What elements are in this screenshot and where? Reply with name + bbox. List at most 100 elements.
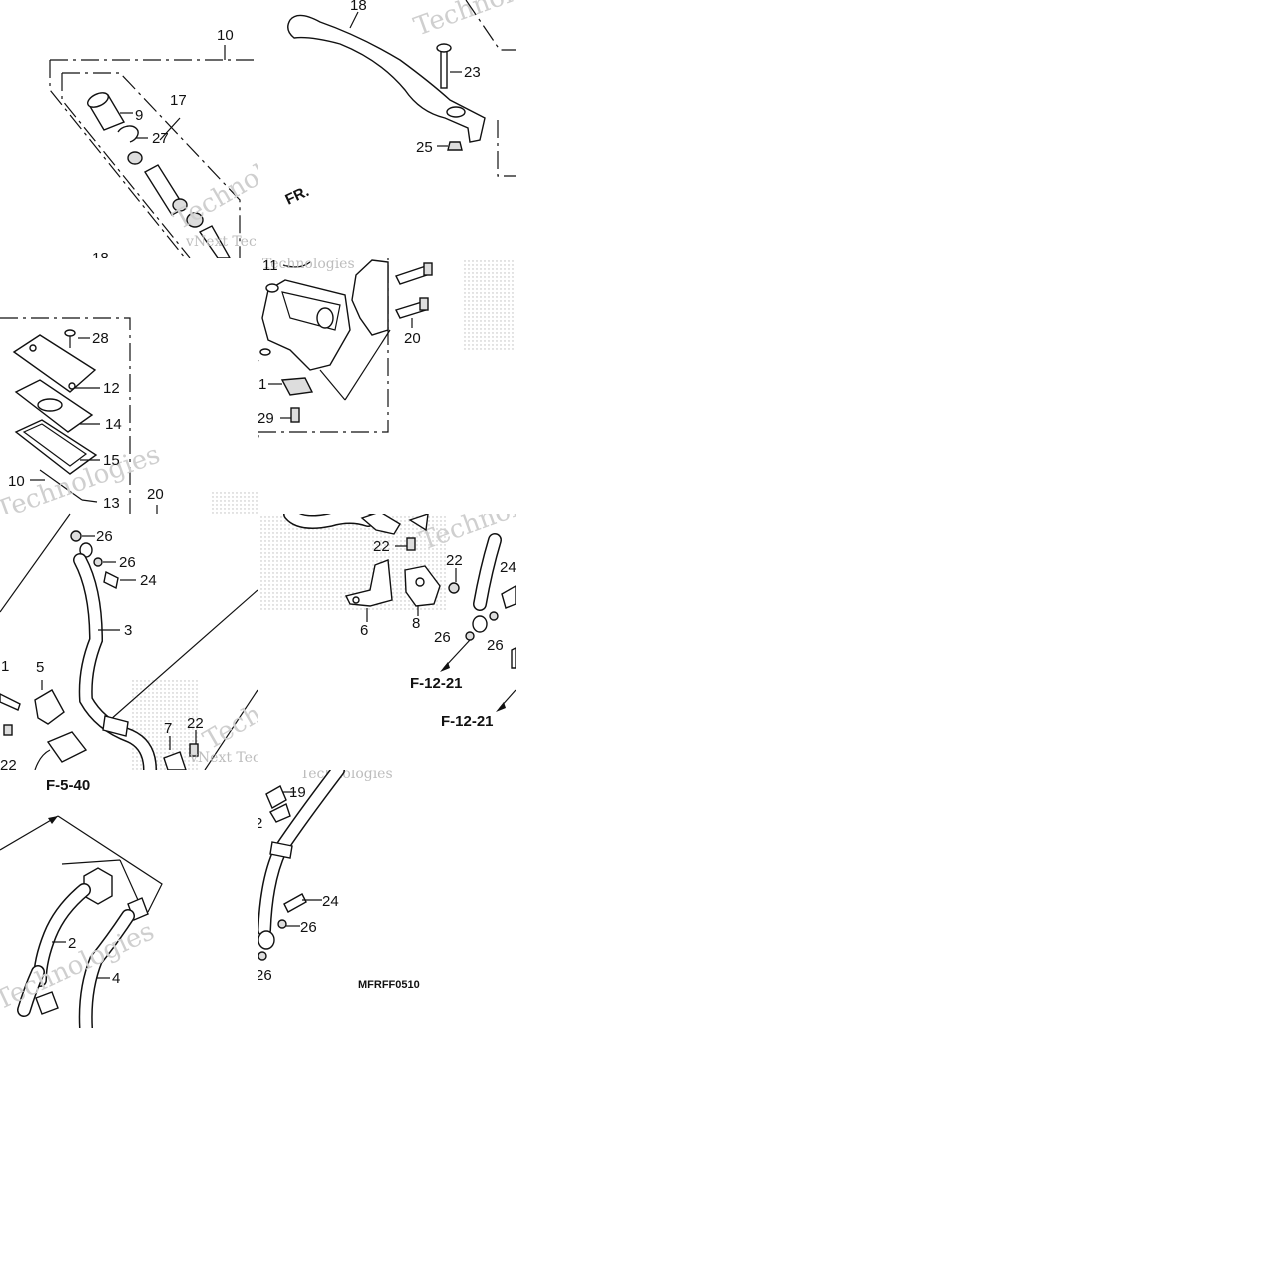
watermark: Technologies	[416, 470, 588, 557]
callout-14: 14	[105, 416, 122, 433]
callout-22c: 22	[373, 538, 390, 555]
callout-10: 10	[217, 27, 234, 44]
bleeder-part	[501, 585, 516, 609]
callout-11: 11	[262, 257, 278, 274]
ref-f-5-40: F-5-40	[46, 777, 90, 794]
callout-29: 29	[257, 410, 274, 427]
callout-2: 2	[247, 400, 255, 417]
rear-hose-collar	[269, 841, 293, 859]
bleed-bolt-part	[103, 570, 119, 590]
callout-17: 17	[170, 92, 187, 109]
stay-bolt-part	[406, 537, 416, 551]
reservoir-cap-part	[12, 334, 97, 393]
watermark: Technologies	[169, 124, 333, 236]
callout-26f: 26	[255, 967, 272, 984]
tile-master-cylinder-kit: Technologies vNext Tec 10 9 27 17 18	[49, 27, 333, 267]
ref-f-12-21a: F-12-21	[410, 675, 463, 692]
callout-25: 25	[416, 139, 433, 156]
callout-19: 19	[289, 784, 306, 801]
clamp-bolt-part	[189, 743, 199, 757]
watermark: Technologies	[300, 766, 393, 782]
holder-clamp-part	[351, 259, 389, 336]
callout-26b: 26	[119, 554, 136, 571]
callout-20: 20	[404, 330, 421, 347]
callout-9: 9	[135, 107, 143, 124]
diaphragm-plate-part	[14, 379, 94, 433]
watermark: Technologies	[410, 0, 582, 43]
callout-26c: 26	[434, 629, 451, 646]
rear-banjo-part	[258, 930, 275, 961]
valve-bolt-part	[448, 582, 460, 594]
holder-bolt-upper	[395, 262, 433, 285]
callout-26d: 26	[487, 637, 504, 654]
front-label: FR.	[283, 183, 312, 209]
callout-8: 8	[412, 615, 420, 632]
tile-lower-hoses: F-5-40 Technologies 2 4	[0, 777, 163, 1028]
callout-26a: 26	[96, 528, 113, 545]
diaphragm-part	[14, 419, 98, 475]
watermark-short: vNext Tec	[189, 750, 261, 766]
watermark: Technologies	[199, 644, 363, 756]
delay-valve-part	[404, 565, 441, 607]
callout-3: 3	[124, 622, 132, 639]
master-cylinder-body-part	[259, 279, 351, 371]
tile-rear-hose: Technologies 19 24 26 26 2 MFRFF0510	[254, 766, 420, 991]
banjo-bolt-part	[70, 530, 103, 567]
callout-22d: 22	[446, 552, 463, 569]
callout-10b: 10	[8, 473, 25, 490]
tile-master-cylinder-body: Technologies 11 20 1 2 29	[247, 256, 516, 439]
callout-1: 1	[258, 376, 266, 393]
ref-f-12-21b: F-12-21	[441, 713, 494, 730]
bolt-part	[0, 693, 21, 736]
rear-bleed-part	[277, 893, 307, 929]
callout-27: 27	[152, 130, 169, 147]
callout-24c: 24	[322, 893, 339, 910]
watermark: Technologies	[262, 256, 355, 272]
callout-2b: 2	[68, 935, 76, 952]
tile-hose-stays: Technologies	[258, 470, 588, 730]
circlip-part	[117, 125, 139, 143]
hose-joint-part	[102, 715, 129, 737]
callout-7: 7	[164, 720, 172, 737]
callout-23: 23	[464, 64, 481, 81]
pivot-bolt-part	[436, 43, 452, 89]
callout-12: 12	[103, 380, 120, 397]
tile-brake-lever: Technologies 18 23 25 FR.	[283, 0, 582, 209]
diagram-code: MFRFF0510	[358, 979, 420, 991]
clamp-part	[163, 751, 187, 770]
brake-switch-part	[280, 377, 314, 396]
brake-lever-part	[287, 14, 486, 143]
callout-15: 15	[103, 452, 120, 469]
callout-18b: 18	[92, 250, 109, 267]
callout-22b: 22	[187, 715, 204, 732]
watermark-short: vNext Tec	[185, 234, 257, 250]
callout-20b: 20	[147, 486, 164, 503]
joint-upper-part	[360, 514, 429, 535]
switch-screw-part	[290, 407, 300, 423]
joint-bracket-part	[83, 867, 149, 921]
callout-28: 28	[92, 330, 109, 347]
rear-clamp-part	[265, 785, 291, 823]
hose-clamp-part	[34, 680, 65, 725]
three-way-joint-part	[34, 731, 88, 770]
piston-assembly-part	[127, 151, 231, 258]
callout-4: 4	[112, 970, 120, 987]
pivot-nut-part	[447, 141, 463, 151]
lower-clamp-part	[35, 991, 59, 1015]
callout-13: 13	[103, 495, 120, 512]
brake-hose-stay-part	[344, 559, 393, 607]
callout-22a: 22	[0, 757, 17, 774]
holder-bolt-lower	[395, 297, 429, 319]
callout-18: 18	[350, 0, 367, 14]
banjo-lower-part	[465, 611, 499, 641]
callout-6: 6	[360, 622, 368, 639]
callout-24a: 24	[140, 572, 157, 589]
callout-1b: 1	[1, 658, 9, 675]
callout-26e: 26	[300, 919, 317, 936]
cap-screw-part	[64, 329, 76, 348]
piston-boot-part	[86, 92, 126, 131]
mounting-bolt-part	[258, 435, 259, 439]
callout-5: 5	[36, 659, 44, 676]
callout-4b: 2	[254, 815, 262, 832]
